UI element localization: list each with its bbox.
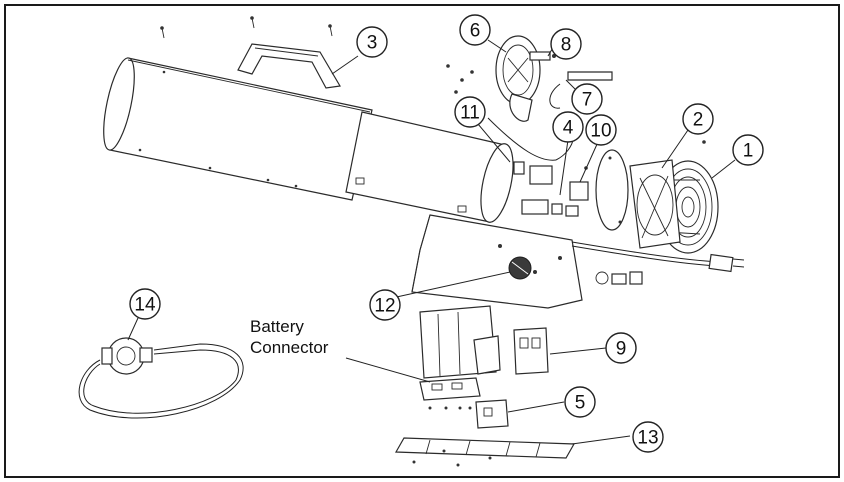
battery-connector-label: Battery Connector bbox=[250, 317, 329, 357]
callout-4-number: 4 bbox=[563, 118, 574, 139]
callout-13: 13 bbox=[632, 421, 664, 453]
callout-14-number: 14 bbox=[134, 295, 156, 316]
callout-7-number: 7 bbox=[582, 90, 593, 111]
relay-module bbox=[475, 399, 509, 429]
battery-pack bbox=[419, 305, 501, 379]
callout-11-number: 11 bbox=[460, 103, 480, 124]
spark-igniter bbox=[529, 51, 556, 61]
valve-assembly bbox=[487, 111, 589, 217]
callout-9-number: 9 bbox=[616, 339, 627, 360]
control-board bbox=[513, 327, 549, 375]
control-knob bbox=[508, 256, 532, 280]
callout-6-number: 6 bbox=[470, 21, 481, 42]
callout-14: 14 bbox=[129, 288, 161, 320]
bottom-plate bbox=[394, 437, 576, 467]
callout-2: 2 bbox=[682, 103, 714, 135]
outer-shell bbox=[103, 57, 373, 201]
callout-7: 7 bbox=[571, 83, 603, 115]
callout-1-number: 1 bbox=[743, 141, 754, 162]
callout-13-number: 13 bbox=[637, 428, 658, 449]
callout-5: 5 bbox=[564, 386, 596, 418]
callout-12: 12 bbox=[369, 289, 401, 321]
inlet-fitting bbox=[595, 271, 643, 285]
battery-connector-label-line2: Connector bbox=[250, 338, 329, 357]
leader-lines bbox=[127, 39, 736, 445]
callout-4: 4 bbox=[552, 111, 584, 143]
callout-9: 9 bbox=[605, 332, 637, 364]
callout-1: 1 bbox=[732, 134, 764, 166]
callout-6: 6 bbox=[459, 14, 491, 46]
hose-regulator bbox=[78, 337, 244, 419]
callout-8-number: 8 bbox=[561, 35, 572, 56]
inner-shell bbox=[345, 111, 514, 223]
diagram-frame bbox=[4, 4, 840, 478]
battery-connector-part bbox=[419, 377, 481, 410]
callout-10-number: 10 bbox=[590, 121, 611, 142]
callout-11: 11 bbox=[454, 96, 486, 128]
power-cord bbox=[571, 241, 745, 273]
callout-3-number: 3 bbox=[367, 33, 378, 54]
back-plate bbox=[595, 149, 629, 231]
loose-screws bbox=[160, 16, 706, 144]
battery-connector-label-line1: Battery bbox=[250, 317, 304, 336]
callout-10: 10 bbox=[585, 114, 617, 146]
callout-12-number: 12 bbox=[374, 296, 395, 317]
carry-handle bbox=[237, 43, 341, 89]
base-housing bbox=[411, 214, 583, 309]
callout-8: 8 bbox=[550, 28, 582, 60]
thermocouple bbox=[549, 71, 613, 109]
callout-2-number: 2 bbox=[693, 110, 704, 131]
burner-baffle bbox=[495, 35, 541, 122]
fan-motor bbox=[629, 159, 681, 249]
callout-3: 3 bbox=[356, 26, 388, 58]
callout-5-number: 5 bbox=[575, 393, 586, 414]
